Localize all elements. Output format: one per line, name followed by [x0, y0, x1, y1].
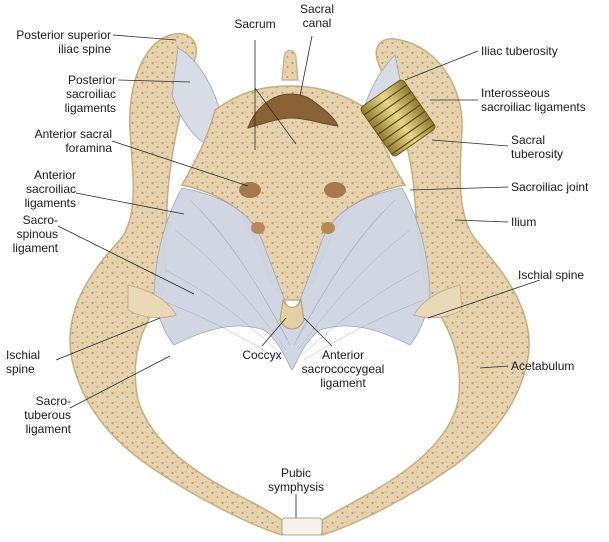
label-acetabulum: Acetabulum: [511, 359, 575, 373]
label-anterior-sacrococcygeal-ligament: Anterior sacrococcygeal ligament: [301, 348, 385, 390]
label-iliac-tuberosity: Iliac tuberosity: [481, 44, 558, 58]
label-coccyx: Coccyx: [242, 348, 282, 362]
ligament-fibers: [159, 199, 425, 361]
pubic-symphysis-disc: [281, 517, 323, 536]
label-anterior-sacroiliac-ligaments: Anterior sacroiliac ligaments: [24, 168, 76, 210]
label-sacral-tuberosity: Sacral tuberosity: [511, 133, 564, 161]
sacral-spinous-process: [281, 49, 299, 81]
label-ilium: Ilium: [511, 215, 537, 229]
label-sacrotuberous-ligament: Sacro- tuberous ligament: [24, 394, 71, 436]
coccyx-bone: [279, 298, 305, 330]
label-sacrospinous-ligament: Sacro- spinous ligament: [12, 213, 58, 255]
label-posterior-superior-iliac-spine: Posterior superior iliac spine: [16, 28, 111, 56]
left-ischial-spine-bone: [127, 284, 177, 319]
label-ischial-spine-left: Ischial spine: [6, 348, 41, 376]
label-sacral-canal: Sacral canal: [299, 2, 334, 30]
left-hip-bone: [69, 33, 283, 537]
sacral-canal: [247, 93, 339, 129]
interosseous-screw: [360, 79, 436, 157]
left-sacral-foramen: [239, 182, 261, 198]
right-sacral-foramen-lower: [321, 222, 335, 234]
leader-lines: [55, 34, 541, 518]
label-ischial-spine-right: Ischial spine: [518, 268, 585, 282]
label-sacrum: Sacrum: [234, 17, 276, 31]
label-interosseous-sacroiliac-ligaments: Interosseous sacroiliac ligaments: [481, 86, 586, 114]
label-anterior-sacral-foramina: Anterior sacral foramina: [34, 127, 112, 155]
left-sacral-foramen-lower: [251, 222, 265, 234]
right-ischial-spine-bone: [413, 284, 463, 319]
label-sacroiliac-joint: Sacroiliac joint: [511, 180, 589, 194]
right-sacral-foramen: [324, 182, 346, 198]
label-pubic-symphysis: Pubic symphysis: [267, 466, 324, 494]
label-posterior-sacroiliac-ligaments: Posterior sacroiliac ligaments: [64, 73, 116, 115]
